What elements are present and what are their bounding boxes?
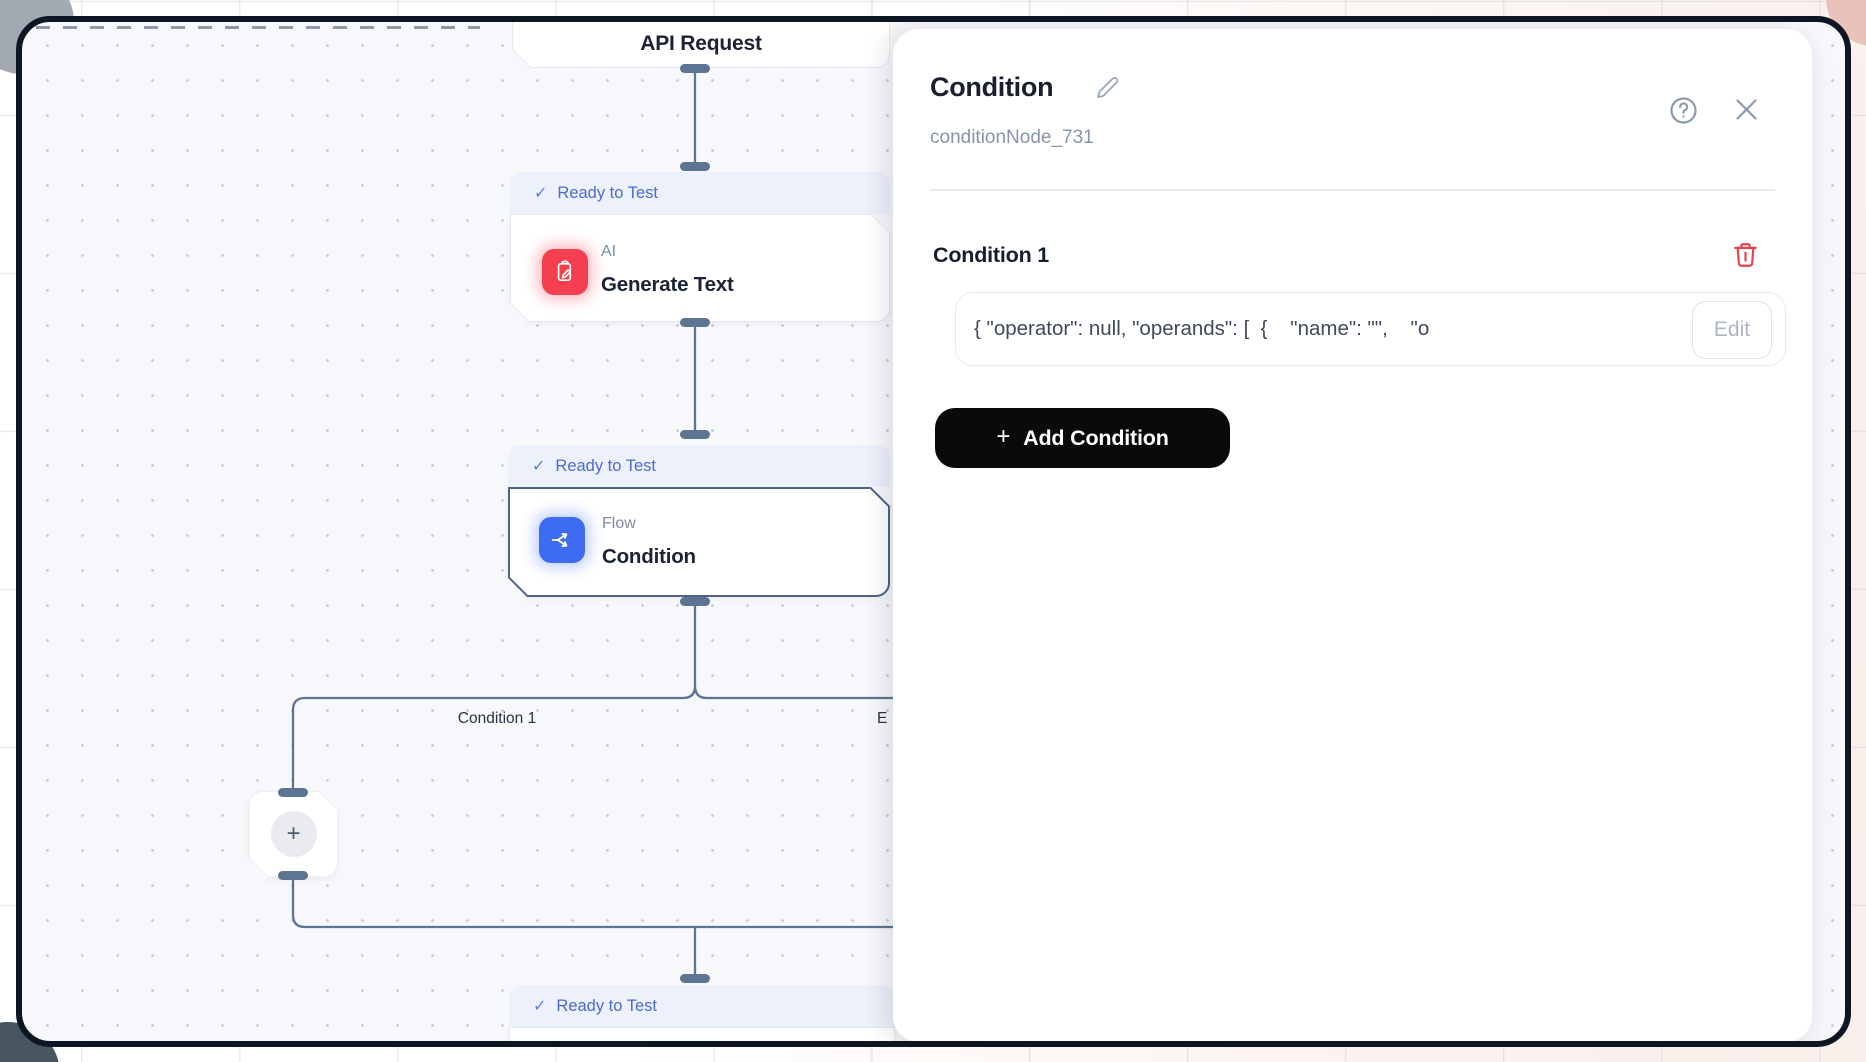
status-badge-label: Ready to Test bbox=[556, 996, 657, 1015]
handle-plus-top[interactable] bbox=[278, 788, 308, 797]
condition-json-value: { "operator": null, "operands": [ { "nam… bbox=[974, 317, 1430, 340]
plus-icon: + bbox=[996, 423, 1011, 450]
plus-icon: + bbox=[270, 811, 317, 857]
inspector-panel: Condition conditionNode_731 Condition 1 bbox=[893, 29, 1812, 1041]
check-icon: ✓ bbox=[532, 458, 546, 475]
status-badge: ✓ Ready to Test bbox=[510, 172, 890, 214]
delete-condition-trash-icon[interactable] bbox=[1731, 240, 1760, 274]
handle-ai-bottom[interactable] bbox=[680, 318, 710, 327]
canvas-dashed-boundary bbox=[36, 26, 480, 29]
node-bottom[interactable]: ✓ Ready to Test bbox=[509, 985, 895, 1041]
add-node-button[interactable]: + bbox=[229, 771, 358, 897]
node-condition[interactable]: ✓ Ready to Test Flow Condition bbox=[489, 445, 909, 616]
app-window-frame: API Request ✓ Ready to Test AI bbox=[16, 16, 1851, 1047]
node-generate-text[interactable]: ✓ Ready to Test AI Generate Text bbox=[490, 172, 910, 342]
add-condition-button[interactable]: + Add Condition bbox=[935, 408, 1230, 468]
check-icon: ✓ bbox=[533, 998, 547, 1015]
status-badge: ✓ Ready to Test bbox=[508, 445, 890, 487]
node-api-request-title: API Request bbox=[640, 32, 762, 55]
branch-label-condition-1: Condition 1 bbox=[457, 710, 537, 727]
handle-plus-bottom[interactable] bbox=[278, 871, 308, 880]
status-badge: ✓ Ready to Test bbox=[509, 985, 895, 1027]
handle-bottom-node-top[interactable] bbox=[680, 974, 710, 983]
status-badge-label: Ready to Test bbox=[555, 456, 656, 475]
clipboard-pencil-icon bbox=[542, 249, 588, 295]
handle-api-bottom[interactable] bbox=[680, 64, 710, 73]
edge-branch-merge bbox=[291, 874, 907, 929]
handle-flow-bottom[interactable] bbox=[680, 597, 710, 606]
divider bbox=[930, 189, 1775, 191]
node-card[interactable] bbox=[509, 1027, 895, 1041]
node-card[interactable]: AI Generate Text bbox=[490, 194, 910, 342]
handle-ai-top[interactable] bbox=[680, 162, 710, 171]
node-api-request[interactable]: API Request bbox=[492, 22, 890, 88]
node-id-text: conditionNode_731 bbox=[930, 127, 1094, 148]
add-condition-label: Add Condition bbox=[1023, 425, 1169, 450]
edge-connections bbox=[291, 68, 907, 974]
handle-flow-top[interactable] bbox=[680, 430, 710, 439]
node-title: Condition bbox=[602, 545, 696, 568]
condition-section-title: Condition 1 bbox=[933, 243, 1050, 267]
status-badge-label: Ready to Test bbox=[557, 183, 658, 202]
condition-json-field[interactable]: { "operator": null, "operands": [ { "nam… bbox=[955, 292, 1786, 366]
node-card[interactable]: Flow Condition bbox=[489, 468, 909, 616]
check-icon: ✓ bbox=[534, 185, 548, 202]
edit-condition-button[interactable]: Edit bbox=[1692, 301, 1772, 359]
edge-flow-to-branch-right bbox=[693, 685, 907, 700]
node-title: Generate Text bbox=[601, 273, 734, 296]
branch-label-else: E bbox=[877, 710, 888, 727]
panel-title: Condition bbox=[930, 72, 1054, 102]
branch-split-icon bbox=[539, 517, 585, 563]
node-category: Flow bbox=[602, 515, 636, 532]
help-icon[interactable] bbox=[1668, 95, 1699, 131]
close-icon[interactable] bbox=[1733, 96, 1760, 128]
edge-flow-to-branch-left bbox=[291, 600, 697, 788]
edit-title-pencil-icon[interactable] bbox=[1095, 75, 1120, 105]
node-category: AI bbox=[601, 243, 617, 260]
